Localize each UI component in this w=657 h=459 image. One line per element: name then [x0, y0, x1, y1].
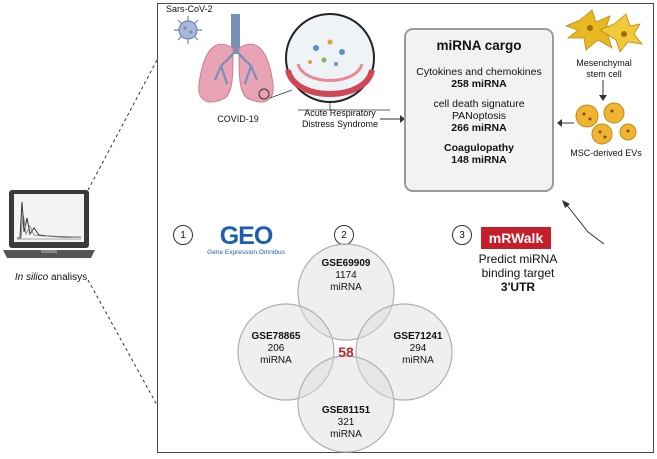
- geo-logo: GEO: [219, 222, 274, 250]
- venn-set-left-count: 206: [267, 343, 285, 354]
- ards-line-2: Distress Syndrome: [301, 119, 379, 129]
- venn-intersection: 58: [338, 344, 354, 360]
- in-silico-italic: In silico: [14, 272, 49, 283]
- venn-set-left-id: GSE78865: [251, 331, 301, 342]
- cargo-group-1-line: Cytokines and chemokines: [416, 66, 542, 78]
- panel-frame: [157, 3, 654, 453]
- venn-set-bottom: GSE81151 321 miRNA: [306, 405, 386, 441]
- alveolus-icon: [270, 13, 390, 111]
- venn-set-right-id: GSE71241: [393, 331, 443, 342]
- venn-circle-top: [297, 243, 395, 341]
- predict-line-3: 3'UTR: [500, 280, 536, 294]
- venn-circle-right: [355, 303, 453, 401]
- cargo-group-3-count: 148 miRNA: [451, 154, 507, 166]
- venn-circle-bottom: [297, 355, 395, 453]
- predict-line-1: Predict miRNA: [478, 252, 558, 266]
- laptop-icon: [3, 190, 95, 258]
- in-silico-rest: analisys: [48, 272, 88, 283]
- mirwalk-logo: mRWalk: [481, 227, 551, 249]
- venn-set-right-unit: miRNA: [402, 355, 434, 366]
- venn-set-top-count: 1174: [335, 270, 357, 281]
- mirna-cargo-box: miRNA cargo Cytokines and chemokines 258…: [404, 28, 554, 192]
- venn-set-bottom-id: GSE81151: [321, 405, 371, 416]
- in-silico-label: In silico analisys: [6, 272, 96, 283]
- msc-line-1: Mesenchymal: [576, 58, 632, 68]
- cargo-group-2-line-2: PANoptosis: [451, 110, 507, 122]
- cargo-group-2-line-1: cell death signature: [433, 98, 525, 110]
- arrow-ards-to-cargo: [380, 115, 405, 123]
- venn-set-right: GSE71241 294 miRNA: [378, 331, 458, 367]
- predict-line-2: binding target: [481, 266, 555, 280]
- venn-set-right-count: 294: [409, 343, 427, 354]
- venn-set-top-unit: miRNA: [330, 282, 362, 293]
- ev-icon: [575, 102, 637, 145]
- venn-set-top-id: GSE69909: [321, 258, 371, 269]
- ards-label: Acute Respiratory Distress Syndrome: [290, 108, 390, 130]
- msc-label: Mesenchymal stem cell: [566, 58, 642, 80]
- venn-set-left-unit: miRNA: [260, 355, 292, 366]
- cargo-group-2-count: 266 miRNA: [451, 122, 507, 134]
- evs-label: MSC-derived EVs: [570, 148, 642, 158]
- arrow-evs-to-cargo: [557, 119, 574, 127]
- virus-icon: [174, 16, 202, 44]
- venn-set-left: GSE78865 206 miRNA: [236, 331, 316, 367]
- cargo-title: miRNA cargo: [436, 38, 522, 53]
- lungs-icon: [198, 14, 274, 103]
- msc-cell-icon: [564, 9, 643, 53]
- step-1-marker: 1: [173, 225, 193, 245]
- virus-label: Sars-CoV-2: [166, 4, 213, 14]
- ards-line-1: Acute Respiratory: [304, 108, 376, 118]
- venn-diagram: [237, 243, 453, 453]
- venn-circle-left: [237, 303, 335, 401]
- venn-set-bottom-unit: miRNA: [330, 429, 362, 440]
- geo-subtitle: Gene Expression Omnibus: [207, 249, 285, 256]
- venn-set-top: GSE69909 1174 miRNA: [306, 258, 386, 294]
- step-3-marker: 3: [452, 225, 472, 245]
- venn-set-bottom-count: 321: [337, 417, 355, 428]
- covid-label: COVID-19: [217, 114, 259, 124]
- cargo-group-3-line: Coagulopathy: [444, 142, 514, 154]
- predict-text: Predict miRNA binding target 3'UTR: [468, 252, 568, 294]
- msc-line-2: stem cell: [586, 69, 622, 79]
- arrow-to-cargo: [562, 200, 605, 245]
- arrow-msc-to-evs: [599, 80, 607, 101]
- cargo-group-1-count: 258 miRNA: [451, 78, 507, 90]
